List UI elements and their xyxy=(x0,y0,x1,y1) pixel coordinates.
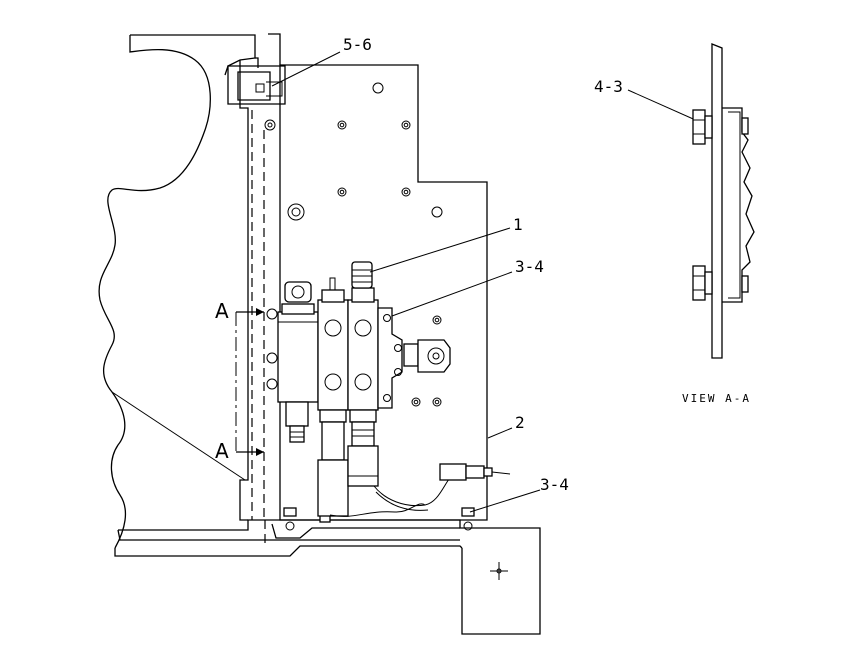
section-cut-line xyxy=(235,308,264,456)
mounting-plate xyxy=(264,33,488,531)
section-mark-lower: A xyxy=(215,439,229,463)
section-mark-upper: A xyxy=(215,299,229,323)
callout-3-4-lower: 3-4 xyxy=(540,475,569,494)
leader-lines xyxy=(271,51,701,513)
callout-3-4-upper: 3-4 xyxy=(515,257,544,276)
valve-assembly xyxy=(266,261,511,517)
bracket-clip xyxy=(227,65,286,105)
callout-5-6: 5-6 xyxy=(343,35,372,54)
callout-2: 2 xyxy=(515,413,525,432)
view-title: VIEW A-A xyxy=(682,392,751,405)
callout-1: 1 xyxy=(513,215,523,234)
view-a-a-detail xyxy=(692,43,755,359)
callout-4-3: 4-3 xyxy=(594,77,623,96)
